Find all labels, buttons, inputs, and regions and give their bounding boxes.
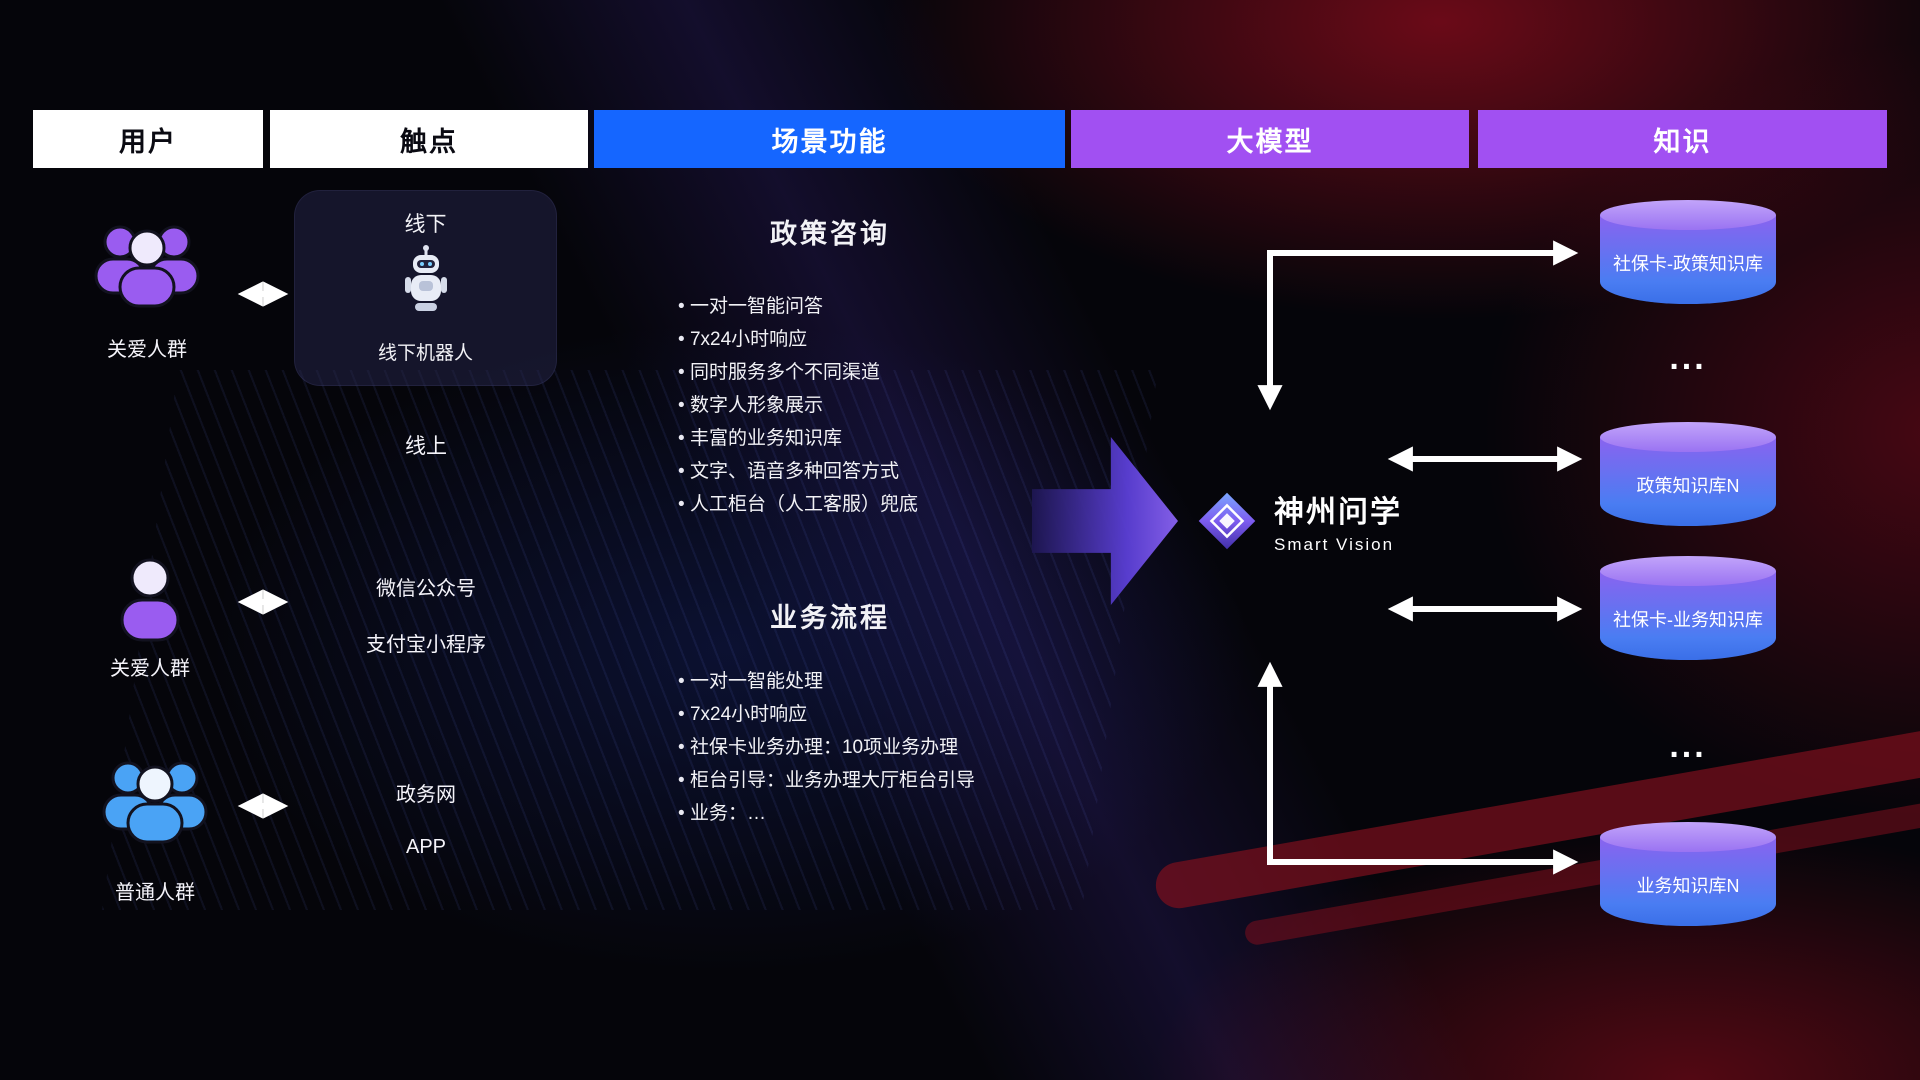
- knowledge-db-policy-n: 政策知识库N: [1600, 422, 1776, 526]
- scenario-item: 社保卡业务办理：10项业务办理: [678, 731, 975, 764]
- single-user-icon-purple: [108, 552, 192, 653]
- cylinder-label: 业务知识库N: [1600, 837, 1776, 926]
- model-subtitle: Smart Vision: [1274, 535, 1395, 554]
- channel-wechat: 微信公众号: [376, 578, 476, 600]
- scenario-item: 业务：…: [678, 797, 975, 830]
- knowledge-db-business-n: 业务知识库N: [1600, 822, 1776, 926]
- group-users-icon-purple: [88, 212, 206, 327]
- cylinder-top: [1600, 200, 1776, 230]
- user-label-care-group-1: 关爱人群: [107, 339, 187, 361]
- offline-robot-label: 线下机器人: [377, 343, 473, 364]
- user-label-care-group-2: 关爱人群: [110, 658, 190, 680]
- scenario-item: 7x24小时响应: [678, 698, 975, 731]
- cylinder-label: 社保卡-业务知识库: [1600, 571, 1776, 660]
- knowledge-db-policy-ssc: 社保卡-政策知识库: [1600, 200, 1776, 304]
- online-label: 线上: [405, 435, 447, 458]
- scenario-item: 一对一智能处理: [678, 665, 975, 698]
- scenario-item: 数字人形象展示: [678, 389, 918, 422]
- model-to-db4-elbow-arrow: [1257, 661, 1579, 875]
- scenario-list-policy: 一对一智能问答 7x24小时响应 同时服务多个不同渠道 数字人形象展示 丰富的业…: [678, 290, 918, 521]
- model-name: 神州问学: [1274, 496, 1402, 529]
- column-header-users: 用户: [33, 110, 263, 168]
- knowledge-db-business-ssc: 社保卡-业务知识库: [1600, 556, 1776, 660]
- user-label-general-group: 普通人群: [115, 882, 195, 904]
- scenario-item: 同时服务多个不同渠道: [678, 356, 918, 389]
- knowledge-ellipsis: ...: [1669, 339, 1707, 377]
- channel-app: APP: [405, 836, 447, 858]
- diamond-logo-icon: [1190, 484, 1264, 563]
- knowledge-ellipsis: ...: [1669, 727, 1707, 765]
- background-streaks: [102, 370, 1158, 910]
- column-header-model: 大模型: [1071, 110, 1469, 168]
- background-red-band: [1152, 724, 1920, 912]
- model-brand: 神州问学 Smart Vision: [1274, 487, 1402, 555]
- model-to-db1-elbow-arrow: [1257, 240, 1579, 411]
- robot-icon: [294, 244, 557, 316]
- background-red-band: [1243, 801, 1920, 947]
- column-header-scenarios: 场景功能: [594, 110, 1065, 168]
- cylinder-top: [1600, 422, 1776, 452]
- offline-touchpoint-card: 线下 线下机器人: [294, 190, 557, 386]
- flow-arrow: [1032, 437, 1178, 605]
- scenario-item: 人工柜台（人工客服）兜底: [678, 488, 918, 521]
- column-header-knowledge: 知识: [1478, 110, 1887, 168]
- scenario-list-business: 一对一智能处理 7x24小时响应 社保卡业务办理：10项业务办理 柜台引导：业务…: [678, 665, 975, 830]
- scenario-title-policy: 政策咨询: [770, 219, 890, 249]
- scenario-item: 丰富的业务知识库: [678, 422, 918, 455]
- cylinder-top: [1600, 556, 1776, 586]
- group-users-icon-blue: [96, 748, 214, 863]
- scenario-item: 一对一智能问答: [678, 290, 918, 323]
- scenario-item: 文字、语音多种回答方式: [678, 455, 918, 488]
- column-header-touchpoints: 触点: [270, 110, 588, 168]
- offline-title: 线下: [404, 213, 447, 236]
- scenario-item: 柜台引导：业务办理大厅柜台引导: [678, 764, 975, 797]
- scenario-item: 7x24小时响应: [678, 323, 918, 356]
- scenario-title-business: 业务流程: [770, 603, 890, 633]
- channel-gov-web: 政务网: [396, 784, 456, 806]
- cylinder-top: [1600, 822, 1776, 852]
- channel-alipay: 支付宝小程序: [366, 634, 486, 656]
